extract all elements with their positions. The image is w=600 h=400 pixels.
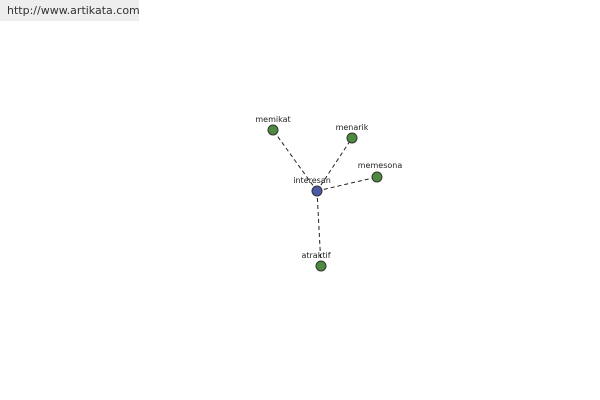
edge-menarik — [316, 137, 353, 192]
edge-memesona — [316, 176, 378, 192]
node-menarik-dot[interactable] — [346, 132, 358, 144]
source-bar: http://www.artikata.com — [0, 0, 140, 21]
node-menarik[interactable]: menarik — [336, 123, 369, 144]
node-memikat-label[interactable]: memikat — [255, 115, 290, 124]
node-atraktif[interactable]: atraktif — [301, 251, 331, 272]
source-url-link[interactable]: http://www.artikata.com — [7, 4, 140, 17]
edge-atraktif — [316, 190, 322, 267]
node-memesona-label[interactable]: memesona — [358, 161, 403, 170]
node-menarik-label[interactable]: menarik — [336, 123, 369, 132]
node-interesan[interactable]: interesan — [293, 176, 331, 197]
node-interesan-dot[interactable] — [311, 185, 323, 197]
edge-memikat — [272, 129, 318, 192]
node-memesona-dot[interactable] — [371, 171, 383, 183]
node-memesona[interactable]: memesona — [358, 161, 403, 183]
node-interesan-label[interactable]: interesan — [293, 176, 331, 185]
node-atraktif-dot[interactable] — [315, 260, 327, 272]
node-memikat[interactable]: memikat — [255, 115, 291, 136]
node-atraktif-label[interactable]: atraktif — [301, 251, 330, 260]
node-memikat-dot[interactable] — [267, 124, 279, 136]
graph-edges — [272, 129, 378, 267]
